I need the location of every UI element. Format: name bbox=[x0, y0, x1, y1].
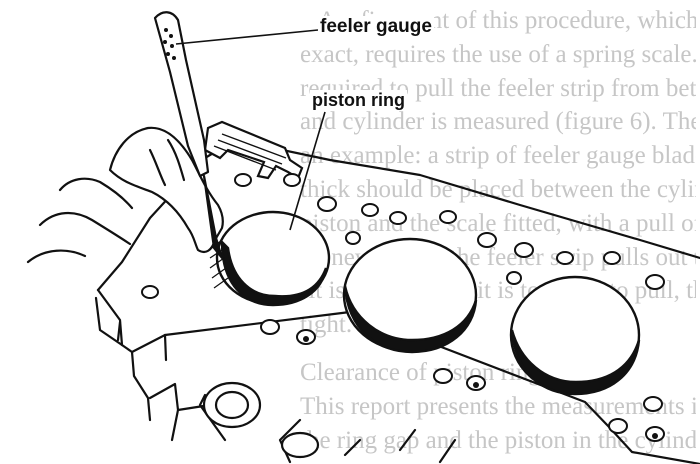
cylinder-bore-right bbox=[509, 275, 641, 396]
feeler-gauge-pointer bbox=[175, 29, 319, 45]
block-top-surface bbox=[96, 288, 700, 464]
cylinder-bore-middle bbox=[342, 237, 478, 354]
feeler-gauge-blade bbox=[153, 11, 224, 260]
bleed-line: and cylinder is measured (figure 6). The… bbox=[300, 108, 696, 136]
bleed-line: This report presents the measurements in… bbox=[300, 392, 696, 420]
lower-boss bbox=[202, 381, 320, 459]
hand-illustration bbox=[26, 126, 224, 264]
cylinder-bore-left bbox=[209, 210, 331, 307]
bleed-line: exact, requires the use of a spring scal… bbox=[300, 40, 696, 68]
bracket-plate bbox=[203, 120, 304, 180]
block-front-lower bbox=[148, 382, 457, 464]
bleed-line: an example: a strip of feeler gauge blad… bbox=[300, 142, 696, 170]
block-front-face bbox=[94, 296, 168, 422]
piston-ring-label: piston ring bbox=[310, 90, 407, 111]
feeler-gauge-label: feeler gauge bbox=[318, 16, 434, 38]
piston-ring-pointer bbox=[289, 111, 326, 231]
block-top-far-edge bbox=[233, 138, 700, 260]
